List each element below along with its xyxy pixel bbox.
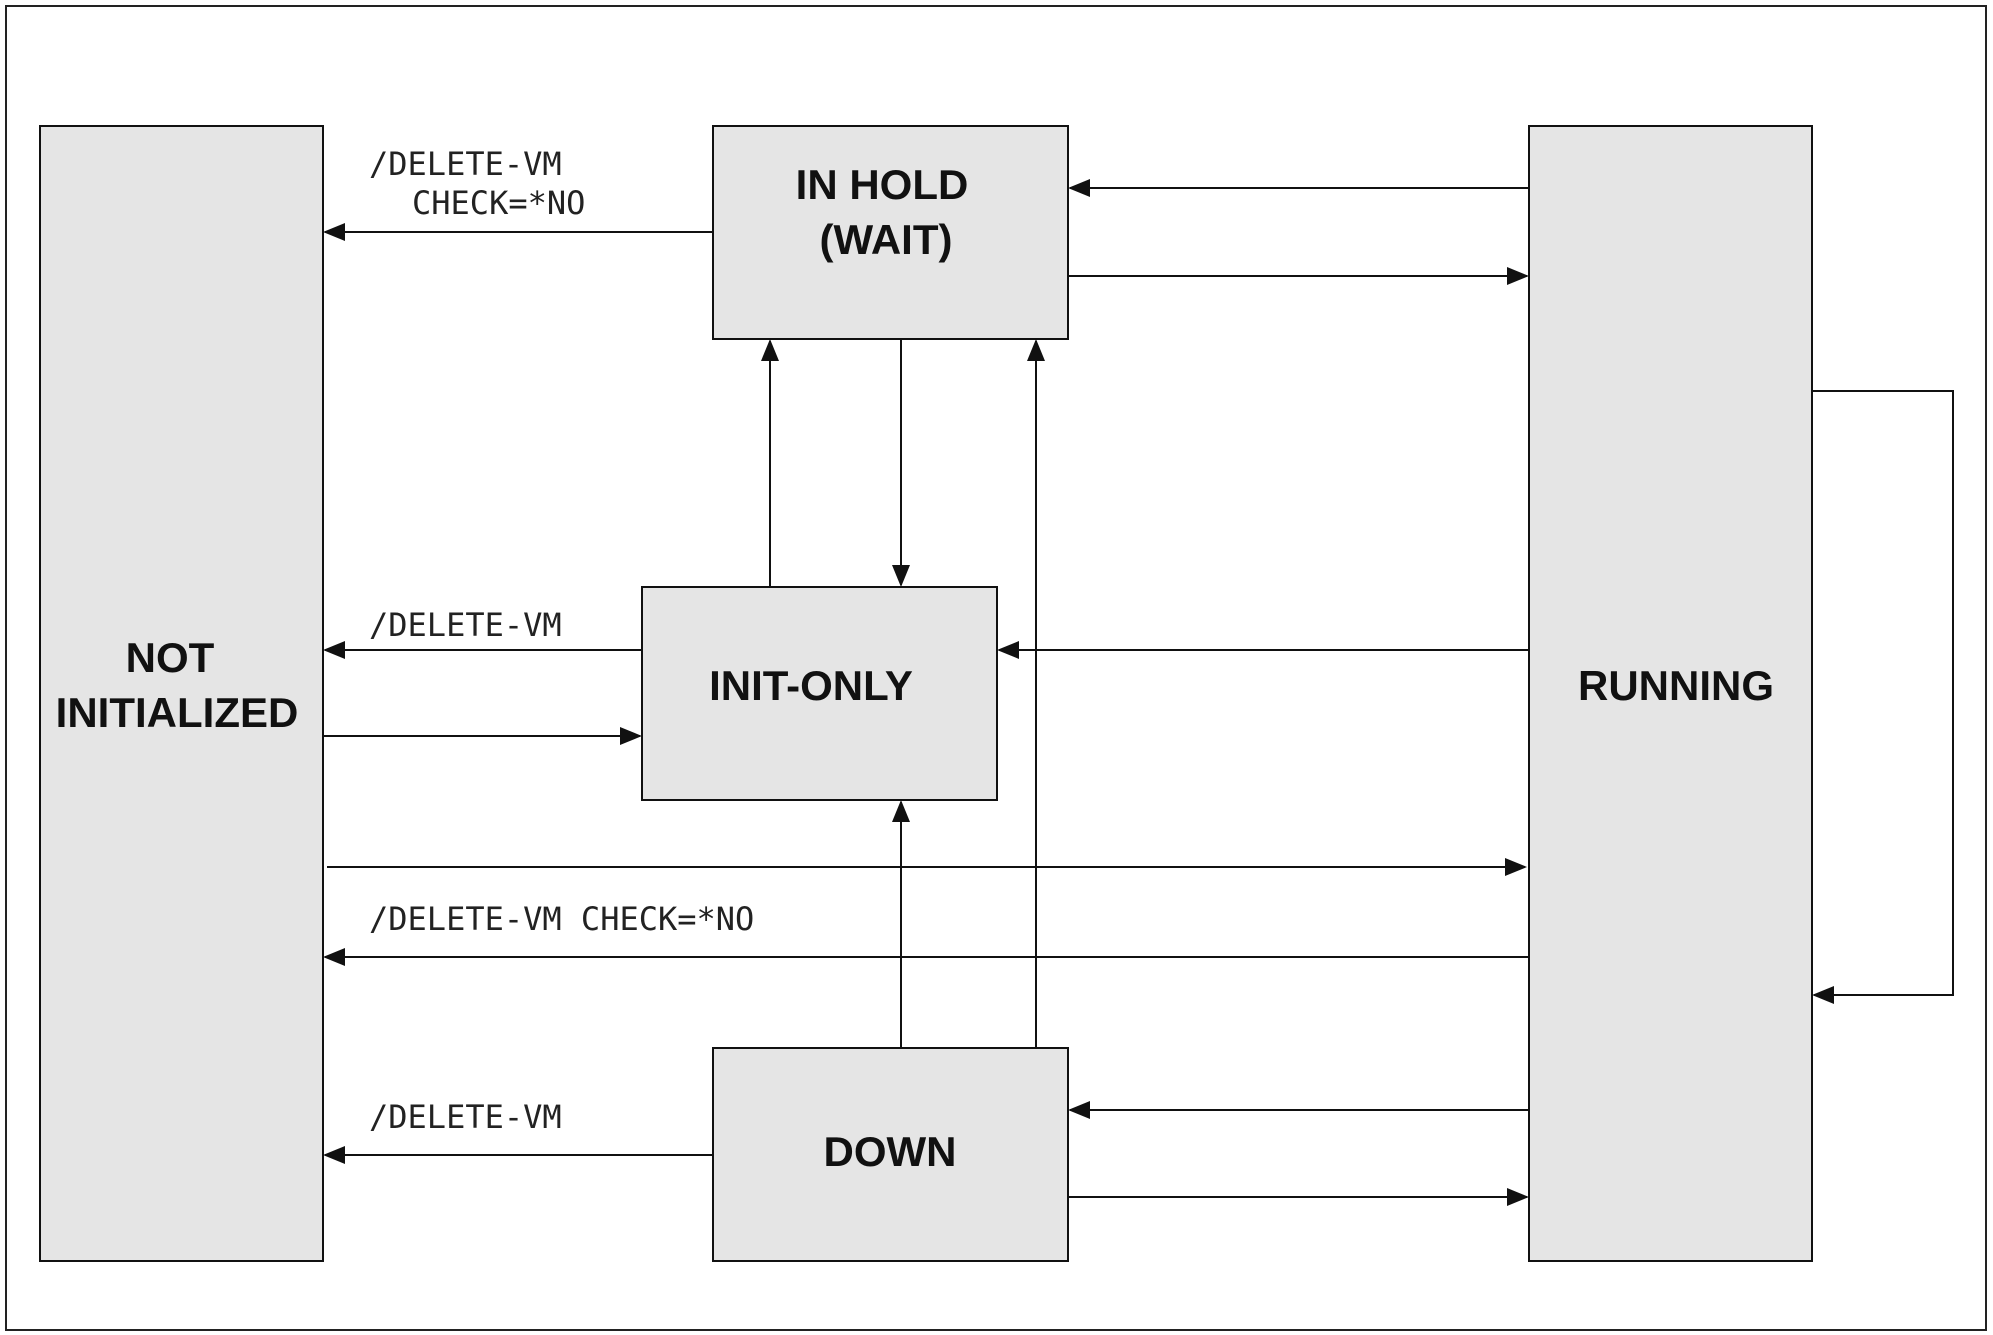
state-not-initialized-box (39, 125, 324, 1262)
running-label: RUNNING (1578, 662, 1774, 709)
down-label: DOWN (824, 1128, 957, 1175)
state-in-hold-box (712, 125, 1069, 340)
init-only-label: INIT-ONLY (709, 662, 913, 709)
arrow-running-self-loop (1812, 390, 1954, 1004)
in-hold-label-line1: IN HOLD (796, 161, 969, 208)
state-running-box (1528, 125, 1813, 1262)
edge-label-hold-delete-line1: /DELETE-VM (369, 145, 562, 183)
not-initialized-label-line2: INITIALIZED (56, 689, 299, 736)
state-down-box (712, 1047, 1069, 1262)
edge-label-running-delete: /DELETE-VM CHECK=*NO (369, 900, 754, 938)
edge-label-init-only-delete: /DELETE-VM (369, 606, 562, 644)
not-initialized-label-line1: NOT (126, 634, 215, 681)
edge-label-hold-delete-line2: CHECK=*NO (412, 184, 585, 222)
state-init-only-box (641, 586, 998, 801)
edge-label-down-delete: /DELETE-VM (369, 1098, 562, 1136)
in-hold-label-line2: (WAIT) (820, 216, 953, 263)
